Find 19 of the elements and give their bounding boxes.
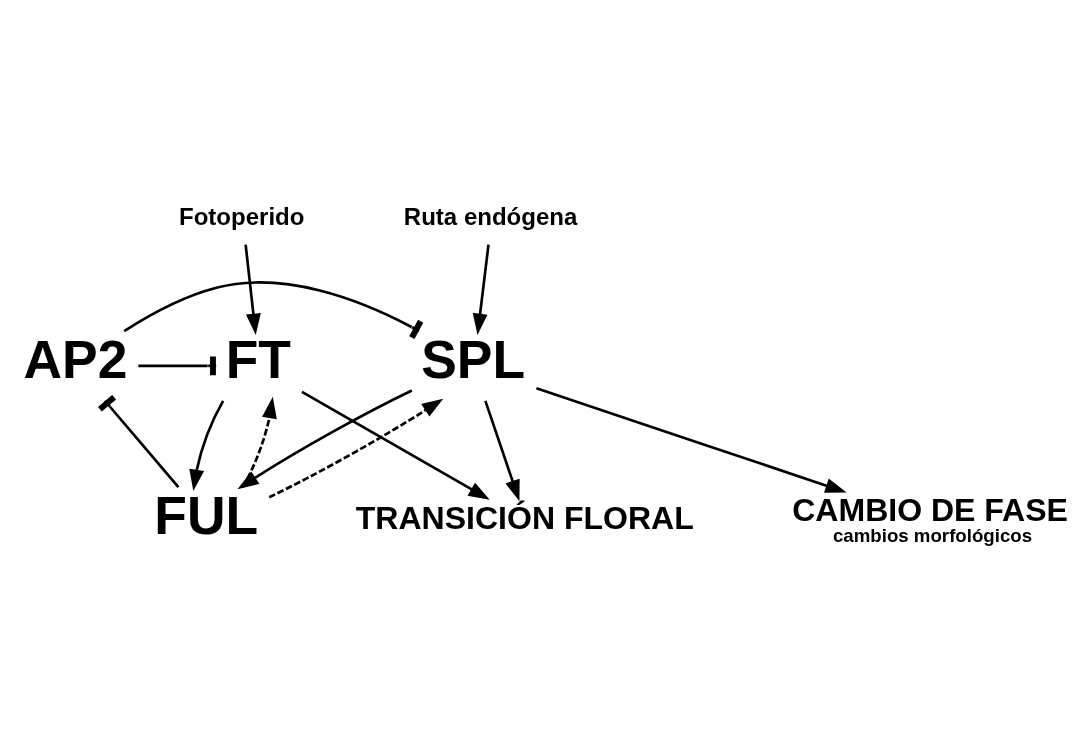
node-text: FT [225,329,291,389]
connector [138,356,217,376]
arrow [301,390,490,500]
arrow [244,244,261,335]
arrow [268,398,444,499]
node-text: AP2 [23,329,128,389]
connector [98,394,180,488]
node-text: CAMBIO DE FASE cambios morfológicos [792,491,1068,547]
arrow [536,386,847,493]
node-text: Ruta endógena [403,202,578,230]
arrow [472,244,490,335]
node-text: SPL [421,329,526,389]
connector [123,281,424,340]
node-text: FUL [154,485,259,545]
arrow [484,400,520,502]
node-text: TRANSICIÓN FLORAL [355,499,694,536]
node-text: Fotoperido [179,202,305,230]
arrow [241,396,277,488]
arrow [189,400,225,491]
